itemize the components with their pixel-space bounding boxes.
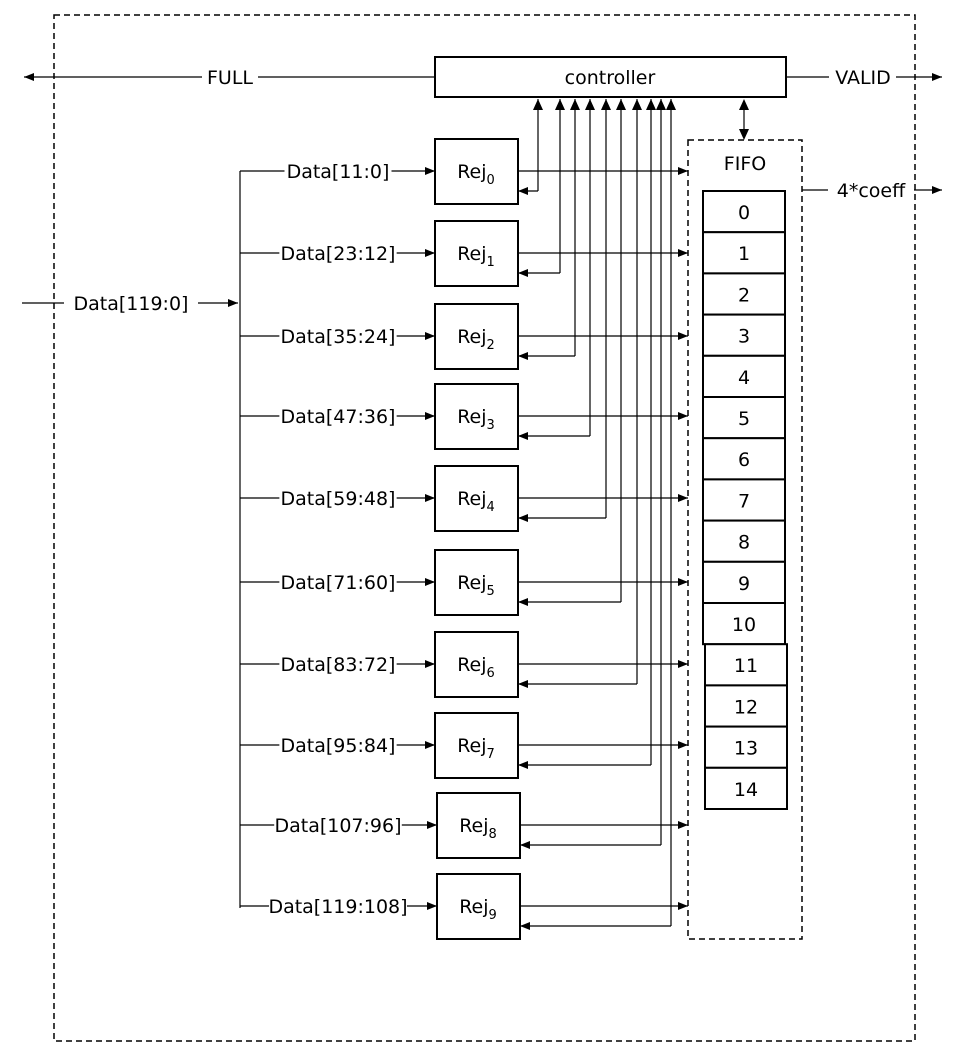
rejector-input-label: Data[83:72] (281, 654, 396, 676)
fifo-slot-label: 13 (734, 738, 758, 760)
fifo-slot-label: 11 (734, 655, 758, 677)
fifo-slot: 5 (702, 396, 786, 440)
rejector-6: Data[83:72]Rej6 (240, 99, 688, 698)
fifo-slot-label: 1 (738, 243, 750, 265)
fifo-slot-label: 14 (734, 779, 758, 801)
rejector-1: Data[23:12]Rej1 (240, 99, 688, 287)
controller-label: controller (565, 67, 656, 89)
rejector-box (436, 873, 521, 940)
rejector-input-label: Data[35:24] (281, 326, 396, 348)
fifo-slot-label: 6 (738, 449, 750, 471)
fifo-slot: 1 (702, 231, 786, 275)
rejector-box (434, 303, 519, 370)
full-signal: FULL (24, 67, 435, 89)
rejector-8: Data[107:96]Rej8 (240, 99, 688, 859)
fifo-slot-label: 8 (738, 532, 750, 554)
fifo-slot: 2 (702, 272, 786, 316)
rejector-4: Data[59:48]Rej4 (240, 99, 688, 532)
rejector-3: Data[47:36]Rej3 (240, 99, 688, 450)
full-label: FULL (207, 67, 253, 89)
rejector-7: Data[95:84]Rej7 (240, 99, 688, 779)
input-data-label: Data[119:0] (74, 293, 189, 315)
rejector-9: Data[119:108]Rej9 (240, 99, 688, 940)
rejector-box (434, 549, 519, 616)
fifo-slot-label: 12 (734, 696, 758, 718)
rejector-input-label: Data[11:0] (287, 161, 390, 183)
fifo-slot: 8 (702, 519, 786, 563)
fifo-slot: 6 (702, 437, 786, 481)
fifo-label: FIFO (724, 153, 766, 175)
fifo-slot: 9 (702, 560, 786, 604)
rejector-input-label: Data[23:12] (281, 243, 396, 265)
coeff-label: 4*coeff (837, 180, 906, 202)
coeff-output: 4*coeff (802, 180, 942, 202)
fifo-slot-label: 0 (738, 202, 750, 224)
fifo-slot: 14 (704, 766, 788, 810)
input-bus: Data[119:0] (22, 171, 241, 908)
valid-label: VALID (835, 67, 891, 89)
fifo-slot-label: 7 (738, 490, 750, 512)
fifo-slot: 4 (702, 354, 786, 398)
rejector-box (434, 712, 519, 779)
rejector-0: Data[11:0]Rej0 (240, 99, 688, 205)
fifo-slot-label: 3 (738, 326, 750, 348)
rejector-box (436, 792, 521, 859)
controller-block: controller (434, 56, 787, 98)
fifo-slot: 3 (702, 313, 786, 357)
rejector-box (434, 465, 519, 532)
module-boundary (53, 14, 916, 1042)
rejector-box (434, 631, 519, 698)
rejector-input-label: Data[47:36] (281, 406, 396, 428)
valid-signal: VALID (786, 67, 942, 89)
rejector-input-label: Data[95:84] (281, 735, 396, 757)
rejector-input-label: Data[71:60] (281, 572, 396, 594)
fifo-slot: 0 (702, 190, 786, 234)
fifo-slot: 7 (702, 478, 786, 522)
rejector-box (434, 383, 519, 450)
fifo-slot-label: 9 (738, 573, 750, 595)
rejector-input-label: Data[119:108] (268, 896, 407, 918)
rejector-box (434, 220, 519, 287)
controller-fifo-link (739, 99, 749, 140)
fifo-slot-label: 2 (738, 284, 750, 306)
fifo-slot-label: 10 (732, 614, 756, 636)
fifo-slot-label: 5 (738, 408, 750, 430)
rejector-input-label: Data[59:48] (281, 488, 396, 510)
fifo-slot-label: 4 (738, 367, 750, 389)
fifo-slot: 12 (704, 684, 788, 728)
fifo-slot: 10 (702, 602, 786, 646)
rejector-5: Data[71:60]Rej5 (240, 99, 688, 616)
fifo-slot: 13 (704, 725, 788, 769)
fifo-slot: 11 (704, 643, 788, 687)
rejector-input-label: Data[107:96] (274, 815, 401, 837)
rejector-2: Data[35:24]Rej2 (240, 99, 688, 370)
rejector-box (434, 138, 519, 205)
